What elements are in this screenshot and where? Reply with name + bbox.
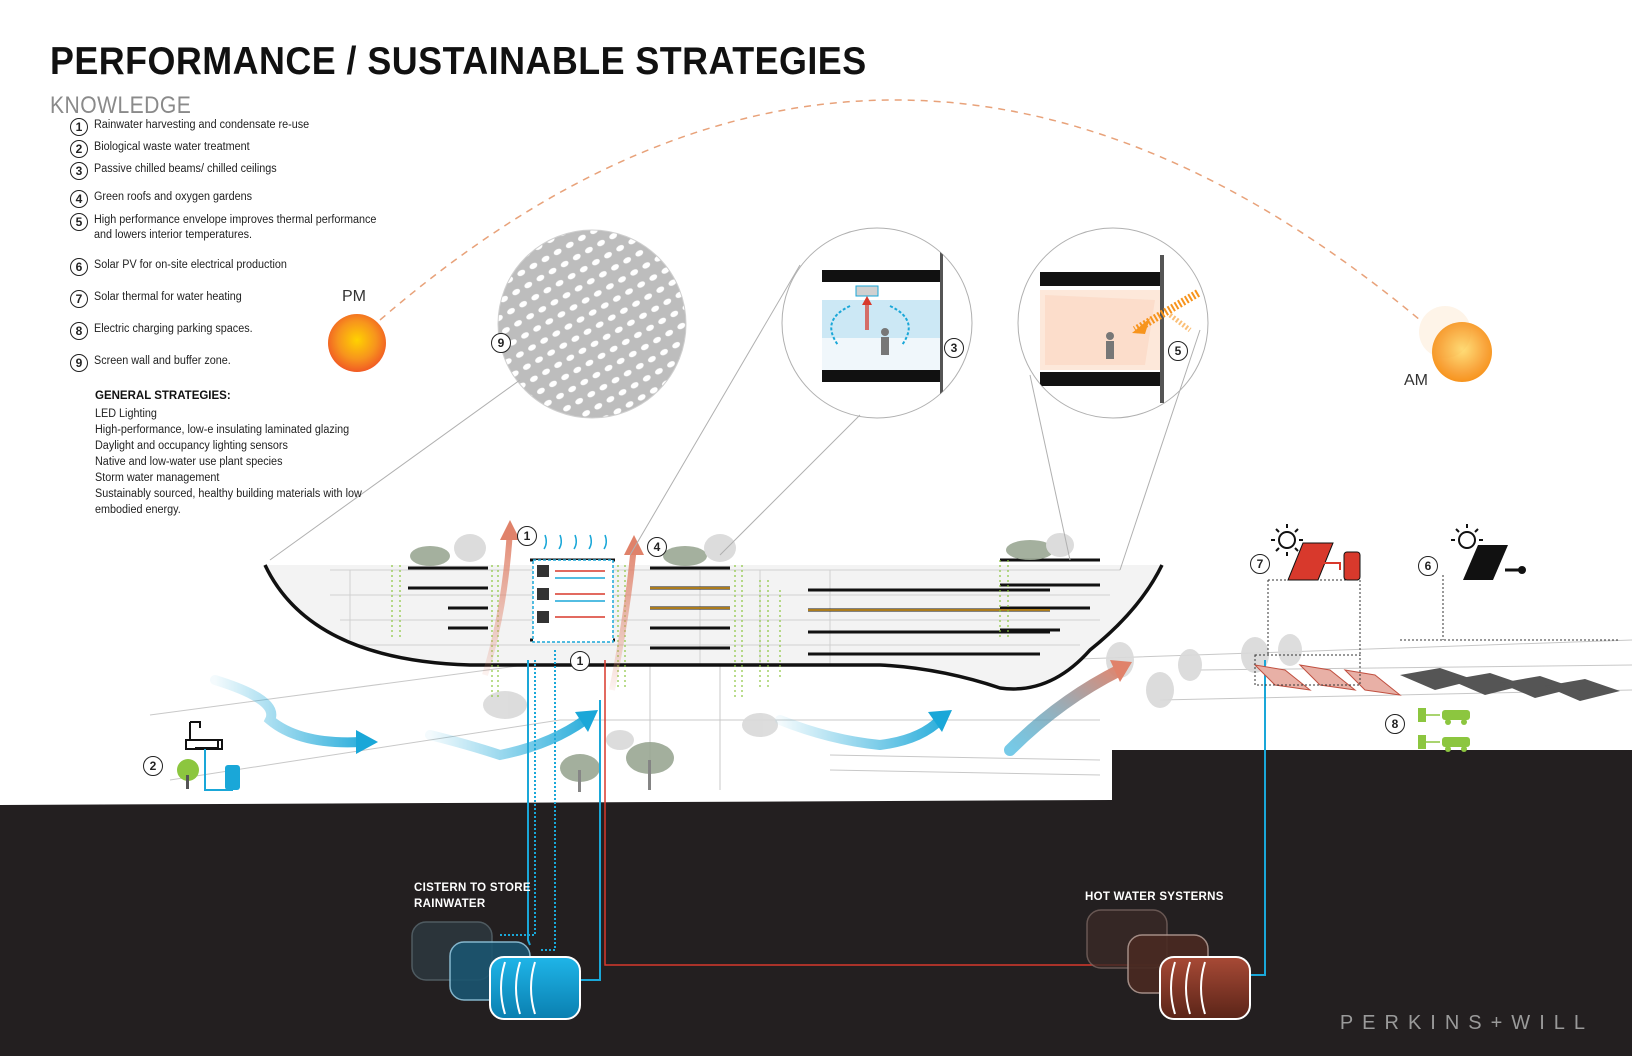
detail-bubble-screen-wall [269, 229, 687, 561]
legend-item: 6 Solar PV for on-site electrical produc… [70, 258, 299, 276]
legend-number: 5 [70, 213, 88, 231]
legend-item: 5 High performance envelope improves the… [70, 213, 394, 243]
callout-4: 4 [647, 537, 667, 557]
general-strategies-list: LED Lighting High-performance, low-e ins… [95, 406, 379, 518]
legend-number: 4 [70, 190, 88, 208]
solar-pv-icon [1451, 524, 1526, 580]
building-section [263, 533, 1164, 700]
callout-2: 2 [143, 756, 163, 776]
page-title: PERFORMANCE / SUSTAINABLE STRATEGIES [50, 40, 867, 83]
legend-text: Electric charging parking spaces. [94, 323, 253, 335]
strategy-item: High-performance, low-e insulating lamin… [95, 424, 350, 436]
legend-item: 7 Solar thermal for water heating [70, 290, 251, 308]
cistern-tanks [411, 921, 581, 1020]
site-linework [149, 639, 1632, 790]
callout-5: 5 [1168, 341, 1188, 361]
solar-thermal-array [1253, 654, 1402, 696]
strategy-item: LED Lighting [95, 408, 157, 420]
legend-text: Solar thermal for water heating [94, 291, 242, 303]
pm-label: PM [342, 288, 366, 305]
legend-number: 8 [70, 322, 88, 340]
legend-text: Rainwater harvesting and condensate re-u… [94, 119, 310, 131]
legend-text: High performance envelope improves therm… [94, 214, 377, 241]
legend-item: 9 Screen wall and buffer zone. [70, 354, 240, 372]
legend-item: 4 Green roofs and oxygen gardens [70, 190, 262, 208]
callout-6: 6 [1418, 556, 1438, 576]
pm-sun-icon [328, 314, 386, 372]
callout-7: 7 [1250, 554, 1270, 574]
underground-mass [0, 750, 1632, 1056]
detail-bubble-chilled-beams [629, 227, 973, 556]
legend-number: 6 [70, 258, 88, 276]
callout-1-bottom: 1 [570, 651, 590, 671]
strategy-item: embodied energy. [95, 504, 181, 516]
solar-thermal-icon [1271, 524, 1361, 581]
strategy-item: Daylight and occupancy lighting sensors [95, 440, 288, 452]
ev-charging-icon [1418, 708, 1470, 752]
callout-9: 9 [491, 333, 511, 353]
legend-text: Solar PV for on-site electrical producti… [94, 259, 287, 271]
legend-item: 2 Biological waste water treatment [70, 140, 260, 158]
strategy-item: Storm water management [95, 472, 220, 484]
legend-number: 3 [70, 162, 88, 180]
am-sun-icon [1432, 322, 1492, 382]
solar-pv-array [1400, 668, 1620, 701]
callout-1-top: 1 [517, 526, 537, 546]
sun-path-arc [379, 99, 1421, 321]
legend-text: Passive chilled beams/ chilled ceilings [94, 163, 277, 175]
hot-water-tanks [1086, 909, 1251, 1020]
strategy-item: Sustainably sourced, healthy building ma… [95, 488, 362, 500]
legend-item: 3 Passive chilled beams/ chilled ceiling… [70, 162, 288, 180]
strategy-item: Native and low-water use plant species [95, 456, 283, 468]
detail-bubble-envelope [1017, 227, 1209, 571]
legend-number: 9 [70, 354, 88, 372]
callout-8: 8 [1385, 714, 1405, 734]
cistern-label: CISTERN TO STORE RAINWATER [414, 882, 531, 910]
legend-number: 7 [70, 290, 88, 308]
general-strategies-title: GENERAL STRATEGIES: [95, 390, 231, 402]
legend-item: 8 Electric charging parking spaces. [70, 322, 263, 340]
brand-logo: PERKINS+WILL [1339, 1012, 1594, 1034]
page-subtitle: KNOWLEDGE [50, 92, 192, 119]
legend-text: Green roofs and oxygen gardens [94, 191, 253, 203]
am-label: AM [1404, 372, 1428, 389]
wastewater-treatment-icon [177, 721, 240, 791]
legend-text: Biological waste water treatment [94, 141, 250, 153]
legend-text: Screen wall and buffer zone. [94, 355, 231, 367]
callout-3: 3 [944, 338, 964, 358]
hot-water-label: HOT WATER SYSTERNS [1085, 891, 1224, 903]
legend-item: 1 Rainwater harvesting and condensate re… [70, 118, 323, 136]
legend-number: 1 [70, 118, 88, 136]
legend-number: 2 [70, 140, 88, 158]
